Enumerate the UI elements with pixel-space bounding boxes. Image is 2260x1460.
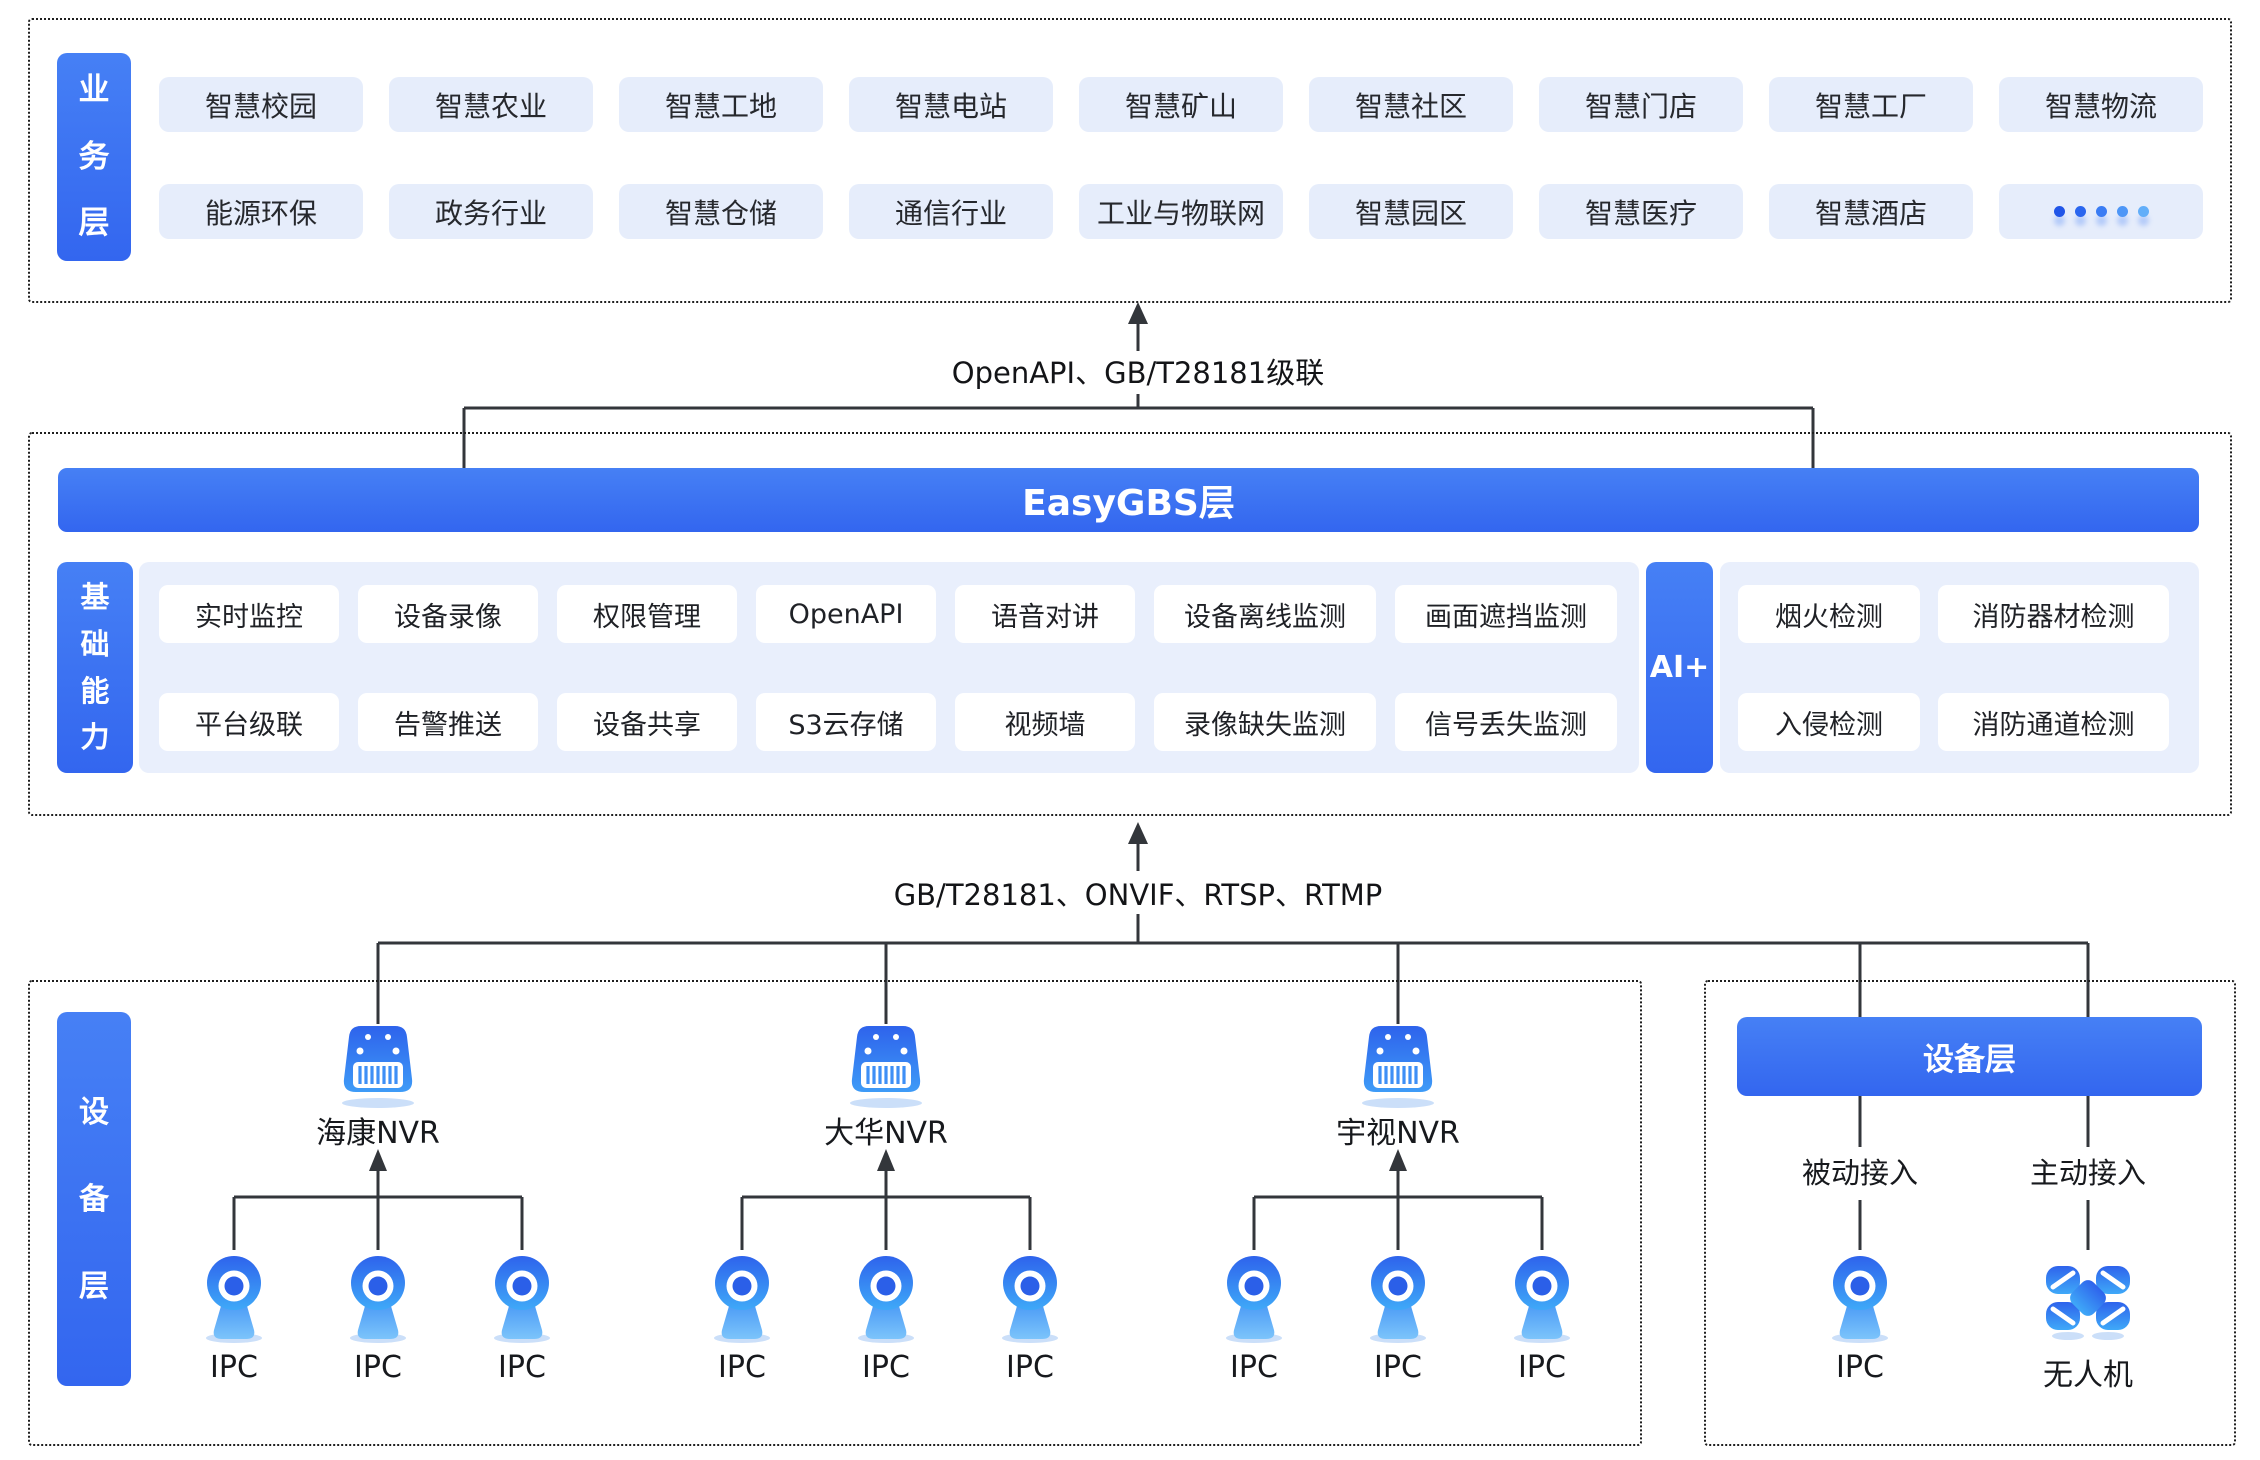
- business-row-2: 能源环保 政务行业 智慧仓储 通信行业 工业与物联网 智慧园区 智慧医疗 智慧酒…: [159, 184, 2203, 239]
- business-chip: 能源环保: [159, 184, 363, 239]
- ai-row-1: 烟火检测 消防器材检测: [1738, 585, 2169, 643]
- capability-chip: 语音对讲: [955, 585, 1135, 643]
- business-chip: 工业与物联网: [1079, 184, 1283, 239]
- business-chip: 智慧物流: [1999, 77, 2203, 132]
- ai-chip: 消防器材检测: [1938, 585, 2169, 643]
- capability-side-label: 基础能力: [57, 562, 133, 773]
- ai-plus-bar: AI+: [1646, 562, 1713, 773]
- business-row-1: 智慧校园 智慧农业 智慧工地 智慧电站 智慧矿山 智慧社区 智慧门店 智慧工厂 …: [159, 77, 2203, 132]
- business-chip: 智慧仓储: [619, 184, 823, 239]
- ipc-camera-icon: [1514, 1256, 1570, 1343]
- ipc-label: IPC: [1836, 1350, 1884, 1385]
- ipc-label: IPC: [1374, 1350, 1422, 1385]
- nvr-label: 海康NVR: [316, 1116, 440, 1151]
- business-chip: 政务行业: [389, 184, 593, 239]
- ipc-camera-icon: [1370, 1256, 1426, 1343]
- capability-chip: 设备录像: [358, 585, 538, 643]
- ipc-label: IPC: [498, 1350, 546, 1385]
- capability-side-label-text: 基础能力: [80, 579, 110, 755]
- nvr-label: 大华NVR: [824, 1116, 948, 1151]
- business-chip: 智慧酒店: [1769, 184, 1973, 239]
- nvr-label: 宇视NVR: [1336, 1116, 1460, 1151]
- business-chip: 智慧工地: [619, 77, 823, 132]
- device-layer-box: [28, 980, 1642, 1446]
- drone-label: 无人机: [2043, 1358, 2133, 1393]
- passive-access-label: 被动接入: [1801, 1156, 1918, 1190]
- capability-chip: 实时监控: [159, 585, 339, 643]
- capability-chip: 平台级联: [159, 693, 339, 751]
- gbs-layer-box: [28, 432, 2232, 816]
- capability-chip: 设备离线监测: [1154, 585, 1376, 643]
- business-chip: 智慧园区: [1309, 184, 1513, 239]
- ipc-label: IPC: [1518, 1350, 1566, 1385]
- bottom-connector-label: GB/T28181、ONVIF、RTSP、RTMP: [893, 878, 1383, 912]
- device-layer-side-label: 设备层: [57, 1012, 131, 1386]
- capability-chip: 画面遮挡监测: [1395, 585, 1617, 643]
- capability-chip: OpenAPI: [756, 585, 936, 643]
- capability-chip: 设备共享: [557, 693, 737, 751]
- business-chip: 通信行业: [849, 184, 1053, 239]
- capability-chip: 信号丢失监测: [1395, 693, 1617, 751]
- business-chip: 智慧农业: [389, 77, 593, 132]
- ai-chip: 入侵检测: [1738, 693, 1920, 751]
- business-chip: 智慧医疗: [1539, 184, 1743, 239]
- ipc-camera-icon: [1226, 1256, 1282, 1343]
- ipc-label: IPC: [1230, 1350, 1278, 1385]
- ipc-camera-icon: [1002, 1256, 1058, 1343]
- capability-chip: 录像缺失监测: [1154, 693, 1376, 751]
- business-chip: 智慧校园: [159, 77, 363, 132]
- nvr-device-icon: [1362, 1026, 1434, 1108]
- capability-chip: 视频墙: [955, 693, 1135, 751]
- active-access-label: 主动接入: [2029, 1156, 2146, 1190]
- ipc-camera-icon: [206, 1256, 262, 1343]
- ipc-camera-icon: [714, 1256, 770, 1343]
- ipc-camera-icon: [1832, 1256, 1888, 1343]
- easygbs-title: EasyGBS层: [1022, 483, 1235, 524]
- more-dots-icon: [1999, 184, 2203, 239]
- ai-row-2: 入侵检测 消防通道检测: [1738, 693, 2169, 751]
- device-access-title-bar: 设备层: [1737, 1017, 2202, 1096]
- ipc-label: IPC: [1006, 1350, 1054, 1385]
- business-chip: 智慧工厂: [1769, 77, 1973, 132]
- ipc-label: IPC: [210, 1350, 258, 1385]
- nvr-device-icon: [342, 1026, 414, 1108]
- capability-chip: 权限管理: [557, 585, 737, 643]
- business-layer-side-label: 业务层: [57, 53, 131, 261]
- business-chip: 智慧门店: [1539, 77, 1743, 132]
- drone-icon: [2046, 1266, 2130, 1340]
- business-chip: 智慧矿山: [1079, 77, 1283, 132]
- ai-plus-label: AI+: [1649, 650, 1710, 685]
- ai-chip: 烟火检测: [1738, 585, 1920, 643]
- device-access-box: [1704, 980, 2236, 1446]
- easygbs-title-bar: EasyGBS层: [58, 468, 2199, 532]
- top-connector-label: OpenAPI、GB/T28181级联: [951, 356, 1325, 390]
- ipc-camera-icon: [858, 1256, 914, 1343]
- ai-chip: 消防通道检测: [1938, 693, 2169, 751]
- capability-row-1: 实时监控 设备录像 权限管理 OpenAPI 语音对讲 设备离线监测 画面遮挡监…: [159, 585, 1617, 643]
- ipc-label: IPC: [354, 1350, 402, 1385]
- nvr-device-icon: [850, 1026, 922, 1108]
- capability-chip: 告警推送: [358, 693, 538, 751]
- business-layer-box: [28, 18, 2232, 303]
- capability-chip: S3云存储: [756, 693, 936, 751]
- device-layer-side-label-text: 设备层: [79, 1094, 109, 1304]
- business-chip: 智慧社区: [1309, 77, 1513, 132]
- ipc-label: IPC: [862, 1350, 910, 1385]
- device-access-title: 设备层: [1923, 1042, 2016, 1078]
- capability-row-2: 平台级联 告警推送 设备共享 S3云存储 视频墙 录像缺失监测 信号丢失监测: [159, 693, 1617, 751]
- business-chip: 智慧电站: [849, 77, 1053, 132]
- ipc-camera-icon: [494, 1256, 550, 1343]
- business-layer-side-label-text: 业务层: [78, 72, 110, 242]
- ipc-label: IPC: [718, 1350, 766, 1385]
- ipc-camera-icon: [350, 1256, 406, 1343]
